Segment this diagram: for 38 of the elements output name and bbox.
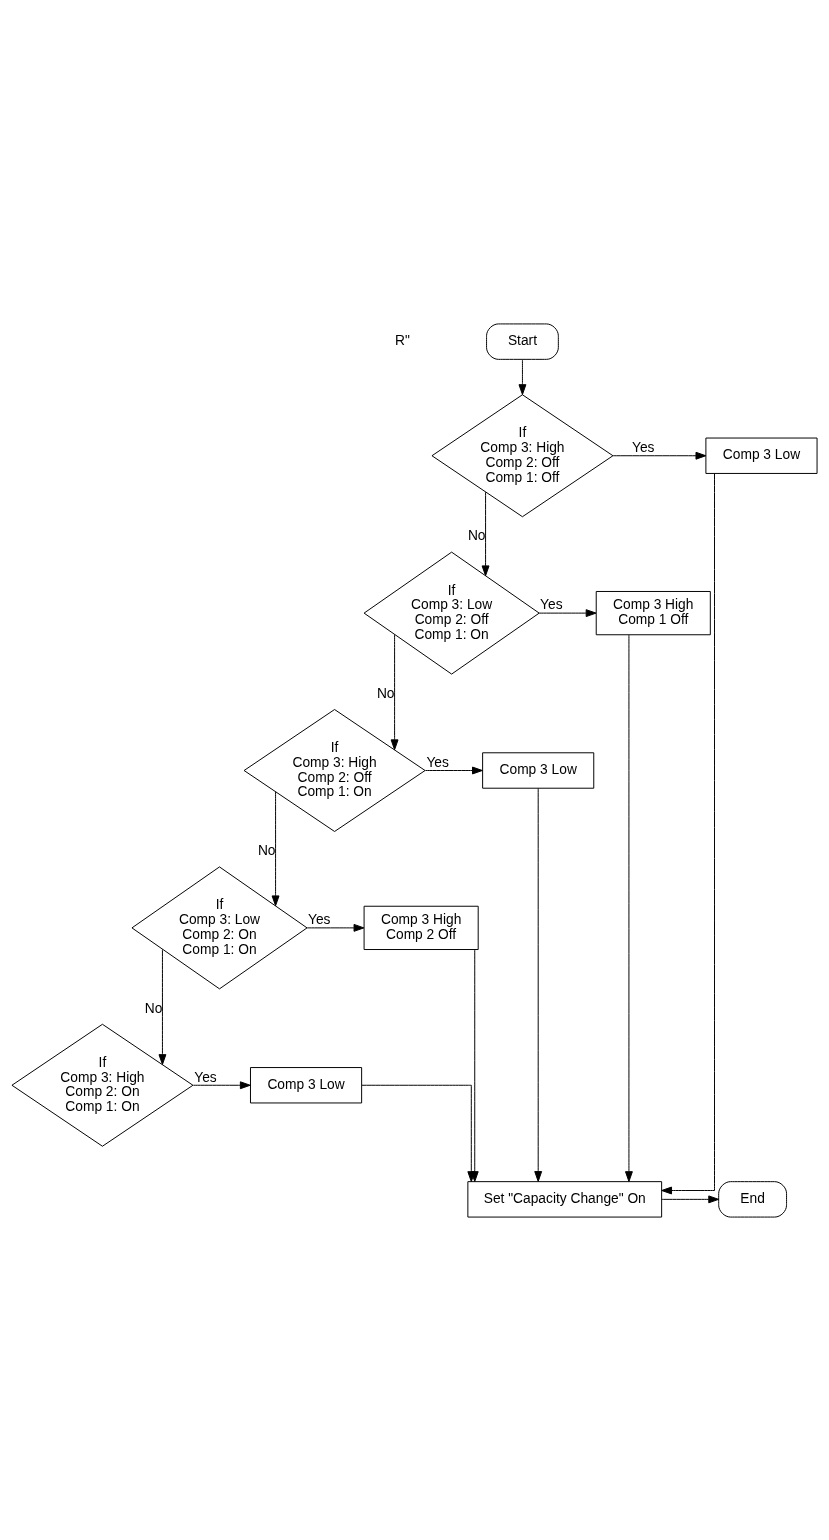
node-diamond: If Comp 3: High Comp 2: On Comp 1: On	[11, 1023, 194, 1147]
node-box: Comp 3 Low	[705, 437, 818, 474]
arrow	[424, 766, 483, 774]
edge-label: Yes	[426, 754, 449, 770]
arrow	[158, 948, 167, 1065]
edge-label: Yes	[632, 439, 655, 455]
edge-label: No	[467, 527, 486, 543]
arrow	[661, 472, 715, 1194]
node-box: Comp 3 Low	[482, 751, 595, 789]
node-diamond: If Comp 3: Low Comp 2: Off Comp 1: On	[363, 551, 540, 675]
node-box: Start	[486, 322, 559, 360]
arrow	[271, 790, 280, 906]
arrow	[534, 787, 543, 1182]
edge-label: Yes	[540, 596, 563, 612]
node-diamond: If Comp 3: High Comp 2: Off Comp 1: Off	[431, 393, 614, 517]
arrow	[481, 491, 490, 576]
arrow	[625, 634, 633, 1182]
label: R"	[395, 332, 410, 348]
edge-label: No	[144, 1000, 163, 1016]
node-diamond: If Comp 3: High Comp 2: Off Comp 1: On	[243, 708, 426, 832]
node-box: Comp 3 Low	[250, 1066, 363, 1103]
arrow	[390, 633, 399, 750]
node-box: Comp 3 High Comp 2 Off	[363, 905, 479, 950]
arrow	[518, 358, 527, 395]
edge-label: No	[257, 842, 276, 858]
node-diamond: If Comp 3: Low Comp 2: On Comp 1: On	[131, 865, 308, 989]
edge-label: No	[376, 685, 395, 701]
arrow	[612, 451, 707, 460]
arrow	[361, 1084, 476, 1182]
arrow	[538, 608, 597, 617]
node-box: Set "Capacity Change" On	[467, 1180, 663, 1218]
edge-label: Yes	[308, 911, 331, 927]
edge-label: Yes	[194, 1069, 217, 1085]
node-box: End	[718, 1180, 788, 1218]
arrow	[192, 1080, 251, 1089]
node-box: Comp 3 High Comp 1 Off	[595, 590, 711, 635]
arrow	[306, 923, 365, 932]
arrow	[661, 1194, 720, 1203]
